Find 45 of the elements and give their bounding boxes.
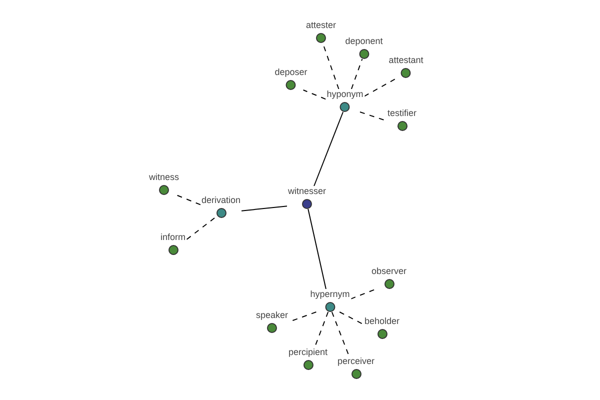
graph-node (200, 195, 242, 218)
connector (308, 208, 326, 290)
graph-node (336, 356, 376, 379)
dashed-connector (314, 312, 329, 348)
node-label: witnesser (287, 186, 327, 197)
graph-node (287, 186, 327, 209)
connector (241, 206, 288, 212)
node-label: attestant (388, 55, 424, 66)
node-label: hypernym (309, 289, 351, 300)
node-label: percipient (287, 347, 329, 358)
graph-node (274, 67, 308, 90)
graph-node (326, 89, 364, 112)
graph-node (305, 20, 337, 43)
graph-node (386, 108, 418, 131)
node-label: hyponym (326, 89, 364, 100)
node-label: speaker (254, 310, 290, 321)
node-label: deposer (274, 67, 308, 78)
graph-node (363, 316, 401, 339)
dashed-connector (339, 312, 364, 325)
dashed-connector (364, 78, 398, 97)
dashed-connector (360, 112, 387, 122)
graph-node (160, 232, 186, 255)
node-label: witness (148, 172, 180, 183)
dashed-connector (302, 90, 326, 100)
dashed-connector (350, 58, 363, 90)
graph-node (388, 55, 424, 78)
dashed-connector (331, 312, 350, 356)
node-label: perceiver (336, 356, 376, 367)
dashed-connector (186, 218, 215, 240)
node-label: derivation (200, 195, 242, 206)
graph-node (370, 266, 408, 289)
node-label: observer (370, 266, 408, 277)
node-label: inform (160, 232, 186, 243)
node-label: testifier (386, 108, 418, 119)
node-label: attester (305, 20, 337, 31)
graph-node (254, 310, 290, 333)
node-label: beholder (363, 316, 401, 327)
graph-node (309, 289, 351, 312)
connector (314, 112, 344, 186)
graph-node (148, 172, 180, 195)
graph-node (344, 36, 384, 59)
node-label: deponent (344, 36, 384, 47)
graph-node (287, 347, 329, 370)
dashed-connector (176, 194, 201, 206)
dashed-connector (350, 288, 377, 300)
